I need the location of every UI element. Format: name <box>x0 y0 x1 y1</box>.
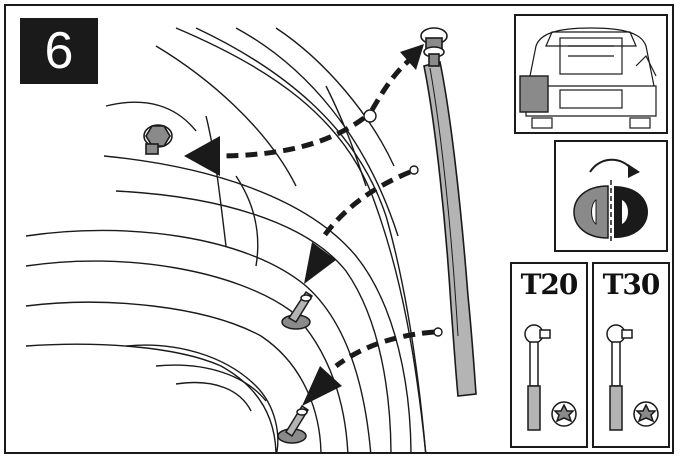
mount-hole-lower <box>433 327 443 337</box>
torx-screw-upper <box>281 290 314 330</box>
tool-panel-t30: T30 <box>592 262 670 448</box>
instruction-frame: 6 <box>4 4 674 454</box>
torx-driver-icon <box>524 324 577 431</box>
mount-hole-mid <box>409 165 419 175</box>
torx-screw-lower <box>277 404 310 444</box>
tool-panel-t20: T20 <box>510 262 588 448</box>
torx-driver-icon <box>606 324 659 431</box>
wheel-arch-illustration <box>25 27 477 452</box>
car-rear-view-icon <box>519 27 657 129</box>
tool-size-label: T30 <box>602 268 661 301</box>
rotate-clip-panel <box>554 140 668 252</box>
step-number-badge: 6 <box>20 18 98 84</box>
rotate-90-clip-icon <box>573 158 648 244</box>
arrow-top <box>400 44 424 70</box>
arrow-down-lower <box>302 366 342 406</box>
removal-arrows <box>184 44 424 406</box>
mount-hole-upper <box>363 109 377 123</box>
vehicle-locator-panel <box>514 14 668 134</box>
removal-paths <box>215 56 435 369</box>
arrow-left <box>184 136 220 176</box>
tool-size-label: T20 <box>520 268 579 301</box>
arrow-down-upper <box>304 242 336 284</box>
push-clip-left <box>143 124 173 155</box>
push-clip-top <box>420 27 448 67</box>
wheel-arch-lines <box>25 27 427 452</box>
